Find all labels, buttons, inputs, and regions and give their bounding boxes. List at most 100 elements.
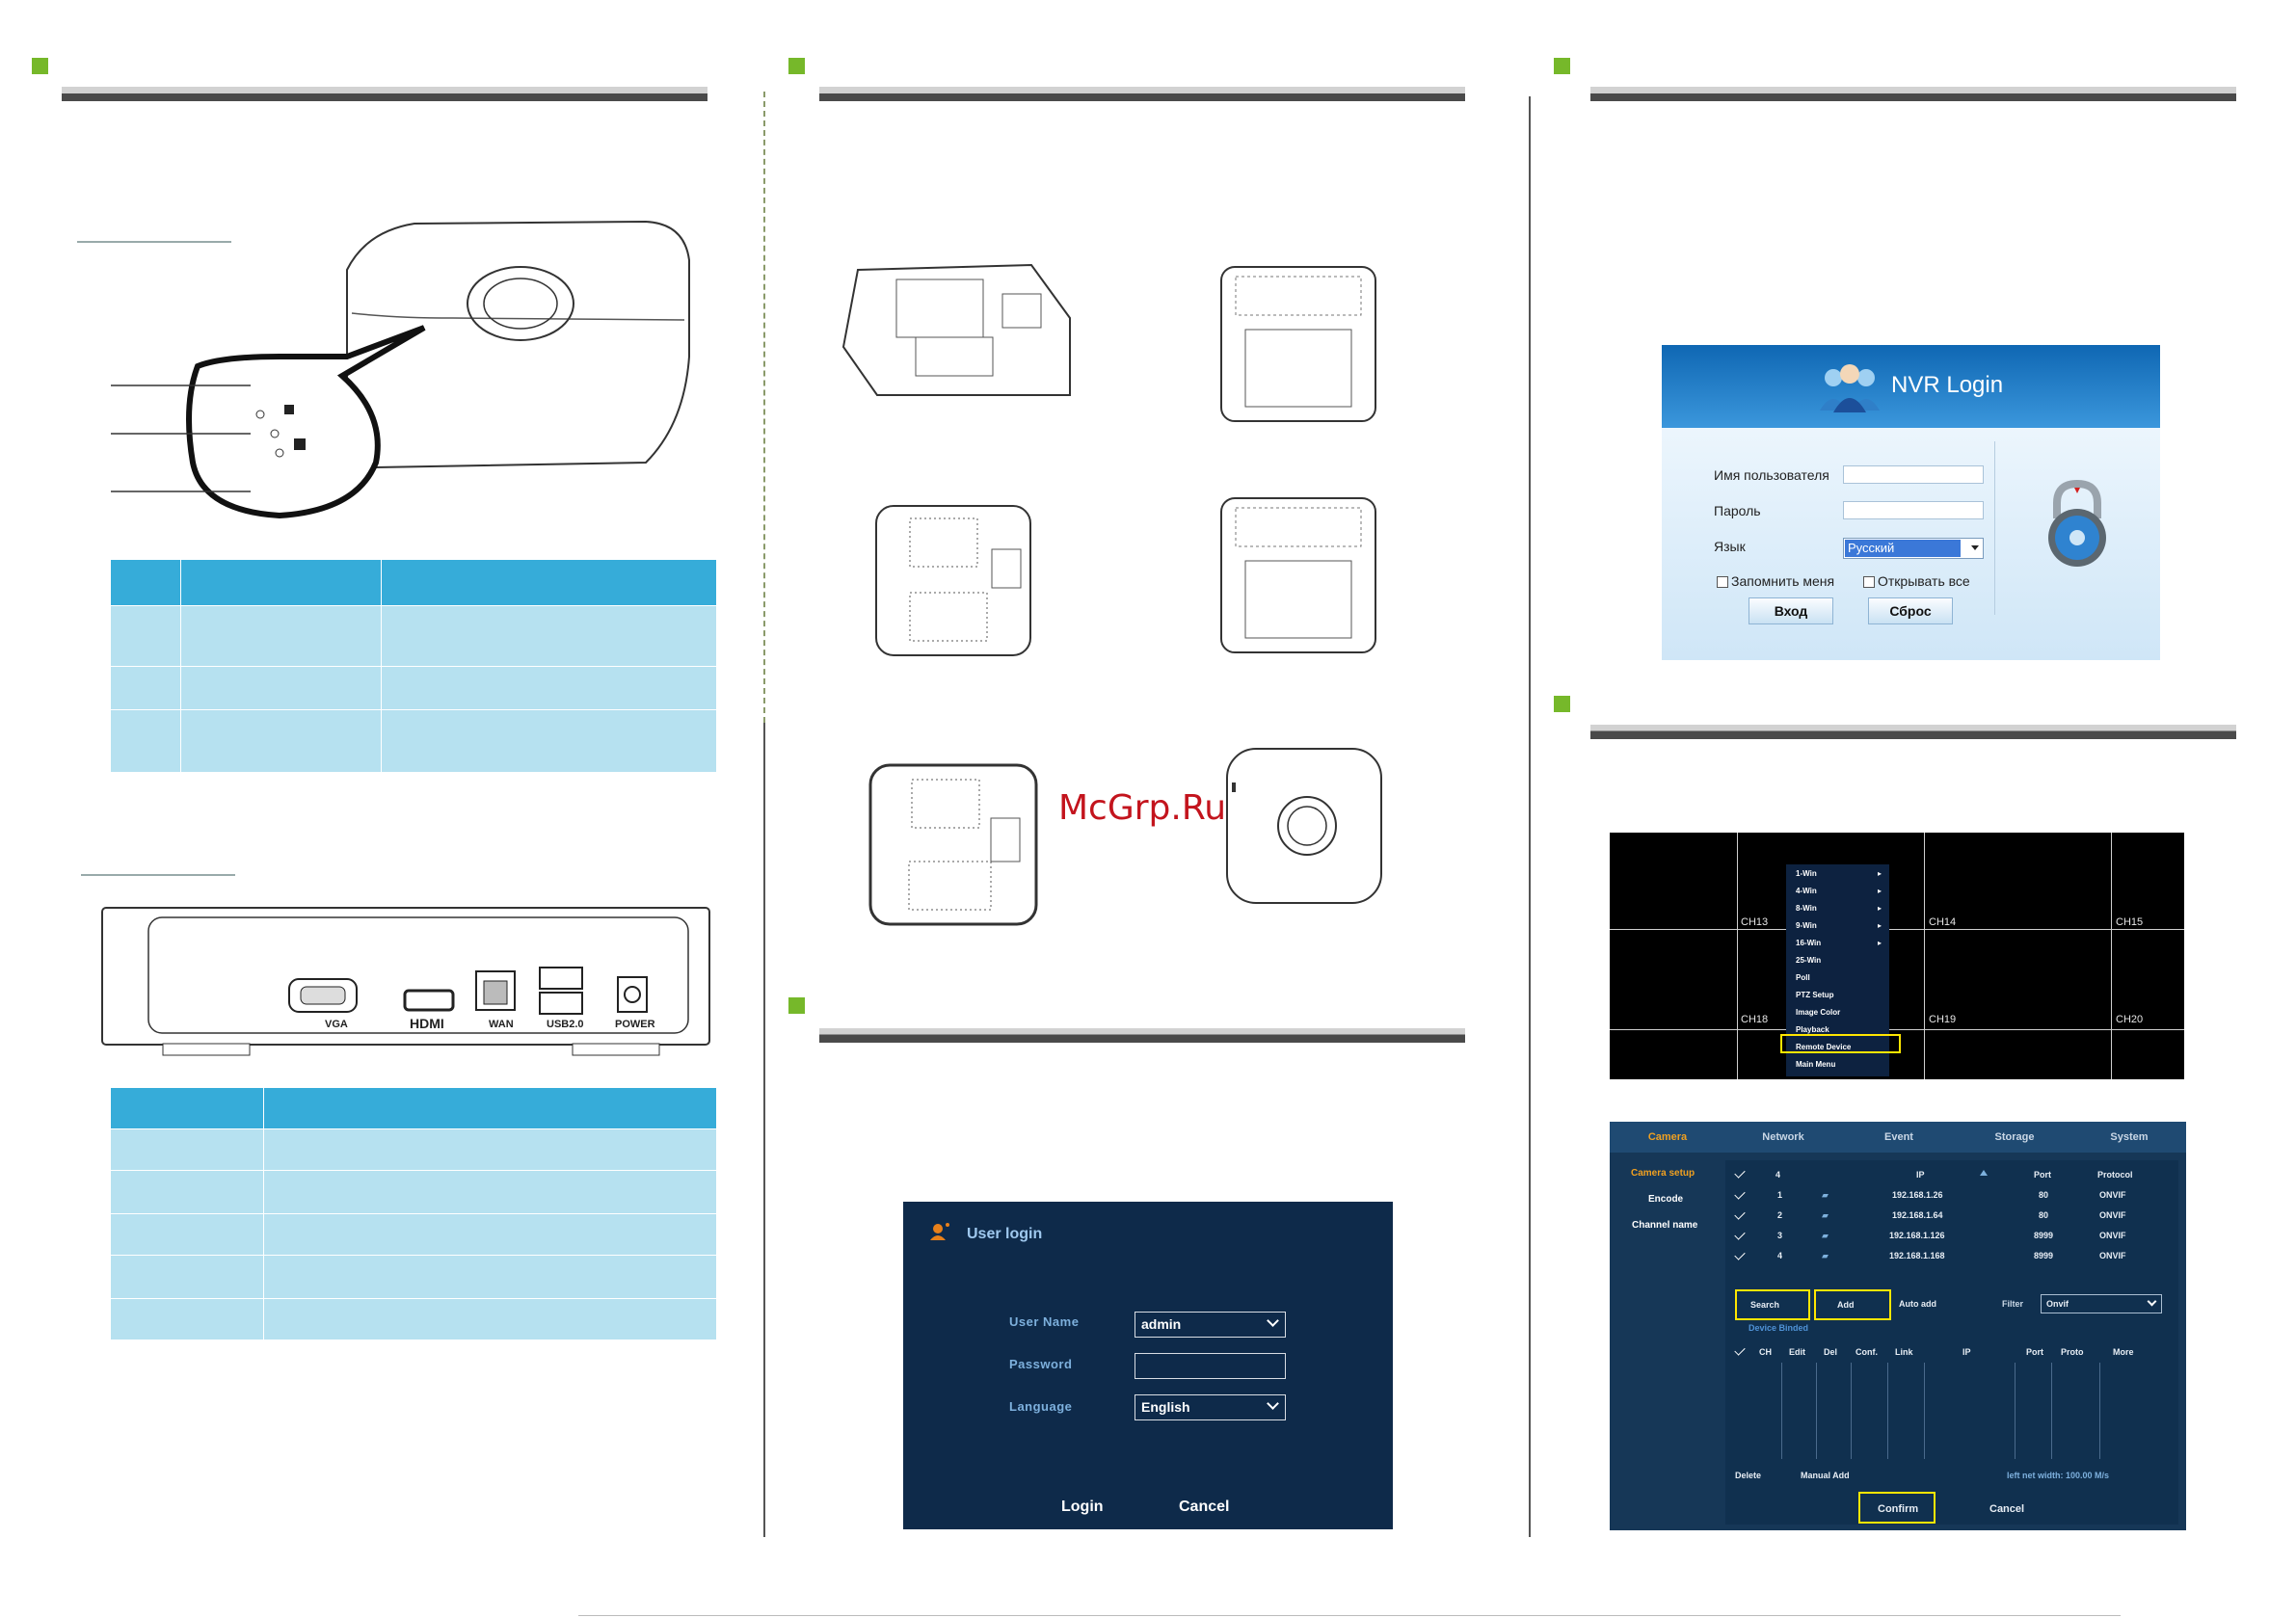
channel-label: CH19 [1929, 1014, 1957, 1025]
column-divider [2051, 1363, 2052, 1459]
row-port: 80 [2039, 1210, 2049, 1220]
section-bar [819, 87, 1465, 101]
tab-event[interactable]: Event [1884, 1131, 1913, 1143]
user-name-select[interactable]: admin [1135, 1312, 1286, 1338]
row-number: 4 [1777, 1251, 1783, 1260]
filter-select[interactable]: Onvif [2041, 1294, 2162, 1313]
nvr-language-label: Язык [1714, 539, 1746, 554]
bind-header-ch: CH [1759, 1347, 1772, 1357]
row-port: 80 [2039, 1190, 2049, 1200]
channel-label: CH20 [2116, 1014, 2144, 1025]
search-label: Search [1750, 1300, 1780, 1310]
column-divider [2099, 1363, 2100, 1459]
column-divider [1851, 1363, 1852, 1459]
channel-label: CH18 [1741, 1014, 1769, 1025]
grid-line [1610, 929, 2184, 930]
row-ip: 192.168.1.168 [1889, 1251, 1945, 1260]
menu-item-remote-device[interactable]: Remote Device [1796, 1043, 1852, 1051]
section-bar [62, 87, 707, 101]
menu-item-poll[interactable]: Poll [1796, 973, 1810, 982]
hdd-step-5-illustration [868, 763, 1038, 926]
row-protocol: ONVIF [2099, 1190, 2126, 1200]
device-front-illustration [111, 220, 690, 519]
nvr-login-title: NVR Login [1891, 372, 2004, 398]
side-channel-name[interactable]: Channel name [1632, 1220, 1698, 1231]
protocol-header: Protocol [2097, 1170, 2133, 1180]
menu-item-8-win[interactable]: 8-Win [1796, 904, 1817, 913]
section-marker [1554, 696, 1570, 712]
hdd-step-1-illustration [841, 263, 1071, 396]
section-marker [788, 58, 805, 74]
remember-me-label: Запомнить меня [1731, 573, 1835, 589]
tab-storage[interactable]: Storage [1994, 1131, 2035, 1143]
camera-icon: ▰ [1822, 1210, 1829, 1220]
menu-item-9-win[interactable]: 9-Win [1796, 921, 1817, 930]
password-input[interactable] [1135, 1353, 1286, 1379]
tab-network[interactable]: Network [1762, 1131, 1804, 1143]
camera-icon: ▰ [1822, 1231, 1829, 1240]
menu-item-image-color[interactable]: Image Color [1796, 1008, 1841, 1017]
arrow-right-icon: ▸ [1877, 887, 1882, 895]
column-divider [1924, 1363, 1925, 1459]
channel-label: CH15 [2116, 916, 2144, 928]
nvr-language-value: Русский [1845, 540, 1961, 557]
menu-item-playback[interactable]: Playback [1796, 1025, 1829, 1034]
arrow-right-icon: ▸ [1877, 869, 1882, 878]
ports-table [110, 1087, 717, 1340]
padlock-icon [2048, 480, 2106, 567]
cancel-button[interactable]: Cancel [1989, 1503, 2025, 1515]
section-bar [1590, 725, 2236, 739]
nvr-enter-button[interactable]: Вход [1749, 597, 1833, 624]
nvr-password-input[interactable] [1843, 501, 1984, 519]
bind-header-proto: Proto [2061, 1347, 2084, 1357]
nvr-username-input[interactable] [1843, 465, 1984, 484]
row-number: 2 [1777, 1210, 1783, 1220]
menu-item-16-win[interactable]: 16-Win [1796, 939, 1822, 947]
side-encode[interactable]: Encode [1648, 1194, 1684, 1205]
sort-up-icon [1980, 1170, 1988, 1176]
menu-item-main-menu[interactable]: Main Menu [1796, 1060, 1836, 1069]
delete-button[interactable]: Delete [1735, 1471, 1762, 1480]
row-protocol: ONVIF [2099, 1251, 2126, 1260]
side-camera-setup[interactable]: Camera setup [1631, 1168, 1695, 1179]
nvr-reset-button[interactable]: Сброс [1868, 597, 1953, 624]
menu-item-ptz-setup[interactable]: PTZ Setup [1796, 991, 1834, 999]
column-divider-dashed [763, 92, 765, 723]
manual-add-button[interactable]: Manual Add [1801, 1471, 1850, 1480]
nvr-language-select[interactable]: Русский [1843, 538, 1984, 559]
channel-label: CH14 [1929, 916, 1957, 928]
tab-system[interactable]: System [2110, 1131, 2149, 1143]
section-marker [1554, 58, 1570, 74]
auto-add-toggle[interactable]: Auto add [1899, 1299, 1936, 1309]
tab-bar [1610, 1122, 2186, 1153]
arrow-right-icon: ▸ [1877, 921, 1882, 930]
cancel-button[interactable]: Cancel [1179, 1499, 1230, 1515]
filter-label: Filter [2002, 1299, 2024, 1309]
language-label: Language [1009, 1399, 1073, 1414]
nvr-username-label: Имя пользователя [1714, 467, 1829, 483]
remember-me-checkbox[interactable] [1717, 576, 1728, 588]
menu-item-4-win[interactable]: 4-Win [1796, 887, 1817, 895]
open-all-checkbox[interactable] [1863, 576, 1875, 588]
device-list-panel [1725, 1160, 2178, 1525]
language-select[interactable]: English [1135, 1394, 1286, 1420]
nvr-login-header: NVR Login [1662, 345, 2160, 428]
highlight-remote-device [1780, 1034, 1901, 1053]
chevron-down-icon [1267, 1397, 1279, 1410]
login-button[interactable]: Login [1061, 1499, 1104, 1515]
column-divider [1887, 1363, 1888, 1459]
bind-header-ip: IP [1962, 1347, 1971, 1357]
menu-item-25-win[interactable]: 25-Win [1796, 956, 1822, 965]
search-button[interactable]: Search [1735, 1289, 1810, 1320]
menu-item-1-win[interactable]: 1-Win [1796, 869, 1817, 878]
language-value: English [1141, 1399, 1190, 1415]
device-binded-label: Device Binded [1749, 1323, 1809, 1333]
tab-camera[interactable]: Camera [1647, 1131, 1688, 1143]
add-button[interactable]: Add [1814, 1289, 1891, 1320]
arrow-right-icon: ▸ [1877, 904, 1882, 913]
user-login-screen: User login User Name admin Password Lang… [903, 1202, 1393, 1529]
row-ip: 192.168.1.126 [1889, 1231, 1945, 1240]
confirm-button[interactable]: Confirm [1858, 1492, 1936, 1524]
camera-icon: ▰ [1822, 1190, 1829, 1200]
user-login-icon [930, 1223, 949, 1240]
